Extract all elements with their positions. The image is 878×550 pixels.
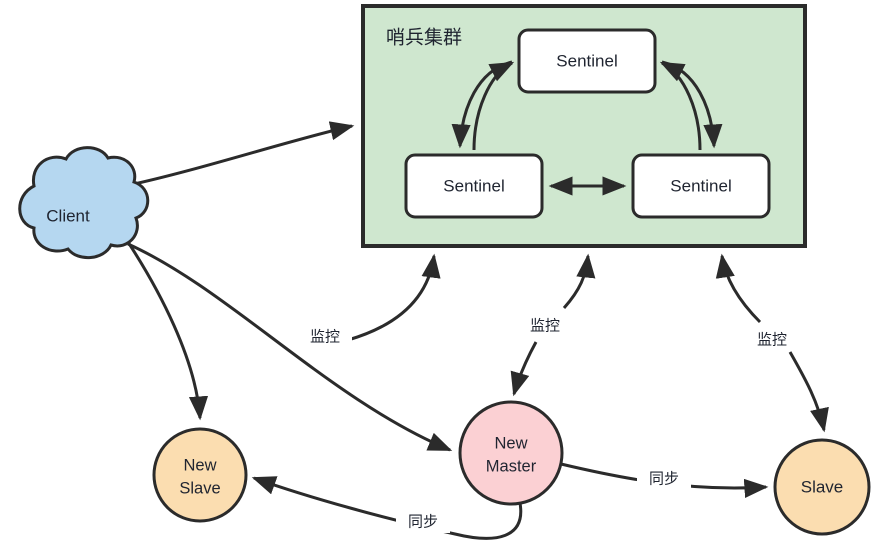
- monitor-left-label: 监控: [310, 328, 340, 346]
- edge-monitor-right-to-cluster: [715, 253, 762, 324]
- node-sentinel-top[interactable]: Sentinel: [517, 28, 657, 94]
- sentinel-top-box: [517, 28, 657, 94]
- sentinel-cluster-title: 哨兵集群: [386, 27, 462, 49]
- sentinel-left-box: [404, 153, 544, 219]
- sentinel-top-label: Sentinel: [556, 51, 617, 70]
- monitor-mid-label-bg: [518, 313, 572, 337]
- monitor-left-label-bg: [298, 324, 352, 348]
- node-new-master[interactable]: New Master: [458, 400, 564, 506]
- monitor-right-label: 监控: [757, 331, 787, 349]
- sync-left-label-bg: [396, 509, 450, 533]
- monitor-right-label-bg: [745, 327, 799, 351]
- edge-label-sync-right: 同步: [637, 466, 691, 490]
- edge-label-monitor-right: 监控: [745, 327, 799, 351]
- new-slave-label-line2: Slave: [179, 479, 220, 497]
- node-new-slave[interactable]: New Slave: [152, 427, 248, 523]
- sentinel-right-box: [631, 153, 771, 219]
- node-sentinel-right[interactable]: Sentinel: [631, 153, 771, 219]
- sentinel-left-label: Sentinel: [443, 176, 504, 195]
- edge-sentinel-left-to-top: [472, 61, 515, 151]
- sync-right-label: 同步: [649, 470, 679, 488]
- slave-circle: [773, 438, 871, 536]
- new-master-circle: [458, 400, 564, 506]
- monitor-mid-label: 监控: [530, 317, 560, 335]
- edge-monitor-mid-to-new-master: [510, 341, 538, 397]
- node-slave[interactable]: Slave: [773, 438, 871, 536]
- edge-client-to-cluster: [124, 121, 355, 188]
- edge-monitor-right-to-slave: [788, 351, 829, 433]
- edge-monitor-mid-to-cluster: [562, 253, 596, 309]
- edge-monitor-left-to-cluster: [347, 253, 441, 342]
- edge-sentinel-right-to-top: [659, 61, 702, 151]
- client-cloud-shape: [18, 146, 150, 259]
- edge-label-monitor-mid: 监控: [518, 313, 572, 337]
- sync-right-label-bg: [637, 466, 691, 490]
- slave-label: Slave: [801, 477, 844, 496]
- new-master-label-line2: Master: [486, 457, 537, 475]
- edge-client-to-new-master: [127, 242, 453, 452]
- node-client[interactable]: Client: [18, 146, 150, 259]
- new-slave-label-line1: New: [183, 456, 216, 474]
- client-label: Client: [46, 206, 90, 225]
- new-slave-circle: [152, 427, 248, 523]
- node-sentinel-left[interactable]: Sentinel: [404, 153, 544, 219]
- edge-client-to-new-slave: [122, 235, 209, 421]
- sentinel-right-label: Sentinel: [670, 176, 731, 195]
- sync-left-label: 同步: [408, 513, 438, 531]
- new-master-label-line1: New: [494, 434, 527, 452]
- edge-label-sync-left: 同步: [396, 509, 450, 533]
- edge-label-monitor-left: 监控: [298, 324, 352, 348]
